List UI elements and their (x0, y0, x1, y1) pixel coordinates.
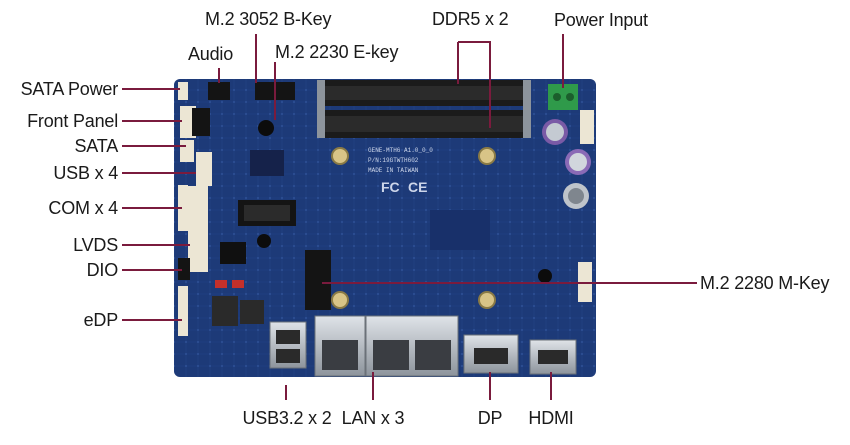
leader-lines (122, 34, 697, 400)
ddr5-slots (317, 80, 531, 138)
fc-mark: FC (381, 179, 400, 195)
power-components (542, 84, 594, 302)
label-sata-power: SATA Power (20, 79, 119, 99)
label-sata: SATA (74, 136, 118, 156)
ce-mark: CE (408, 179, 427, 195)
label-lan-x3: LAN x 3 (341, 408, 405, 428)
silkscreen: GENE-MTH6 A1.0_0_0 P/N:19GTWTH602 MADE I… (368, 147, 433, 195)
label-edp: eDP (83, 310, 119, 330)
mounting-holes (257, 120, 552, 309)
label-m2-e-key: M.2 2230 E-key (275, 42, 399, 62)
label-m2-b-key: M.2 3052 B-Key (205, 9, 332, 29)
label-usb32-x2: USB3.2 x 2 (242, 408, 332, 428)
label-usb-x4: USB x 4 (53, 163, 118, 183)
io-ports (269, 315, 577, 377)
label-lvds: LVDS (73, 235, 118, 255)
label-m2-m-key: M.2 2280 M-Key (700, 273, 830, 293)
components (212, 150, 490, 326)
label-power-input: Power Input (554, 10, 648, 30)
label-ddr5: DDR5 x 2 (432, 9, 509, 29)
board-origin-text: MADE IN TAIWAN (368, 167, 419, 174)
board-model-text: GENE-MTH6 A1.0_0_0 (368, 147, 433, 154)
label-dp: DP (477, 408, 503, 428)
board-pn-text: P/N:19GTWTH602 (368, 157, 419, 164)
label-audio: Audio (188, 44, 234, 64)
label-front-panel: Front Panel (27, 111, 118, 131)
label-dio: DIO (86, 260, 119, 280)
label-com-x4: COM x 4 (48, 198, 118, 218)
label-hdmi: HDMI (528, 408, 574, 428)
